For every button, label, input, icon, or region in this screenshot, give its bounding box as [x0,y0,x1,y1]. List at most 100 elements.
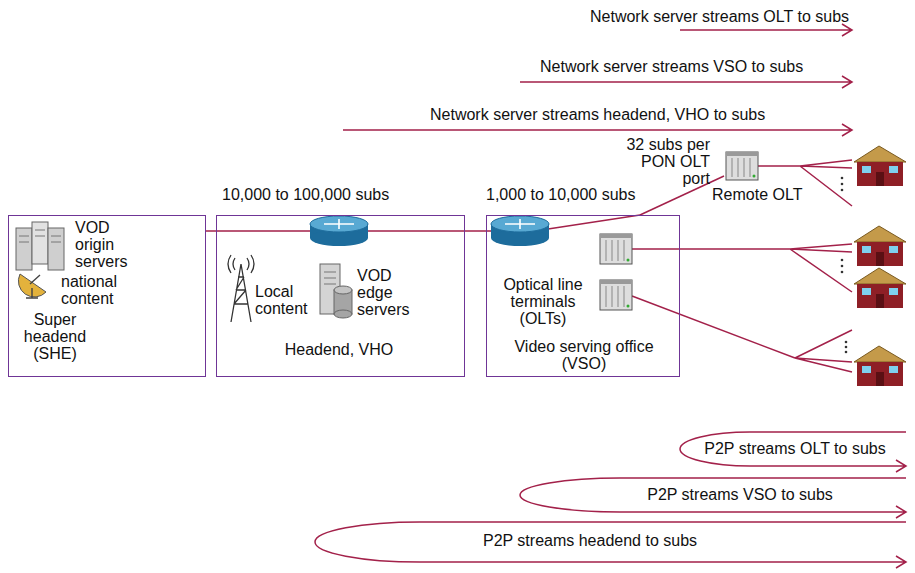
rack-top [600,234,632,238]
server-label: VOD edge servers [357,267,419,318]
p2p-stream-loop [315,522,906,568]
content-label: Local content [255,283,315,317]
wall [857,242,903,266]
stream-label: Network server streams headend, VHO to s… [430,106,765,123]
rack-led [627,259,630,262]
roof [854,346,906,362]
dot [845,351,848,354]
olt-rack-icon [600,280,632,310]
door [876,372,884,386]
rack-top [600,280,632,284]
network-stream-arrow [343,124,852,136]
router-arrows [324,219,354,229]
stream-label: P2P streams OLT to subs [695,440,895,457]
olt-label: Remote OLT [712,186,802,203]
dish-feed [26,275,40,298]
stream-arrows [315,24,906,568]
box-title: Headend, VHO [217,341,461,358]
router-arrows [505,219,535,229]
subscriber-count: 1,000 to 10,000 subs [486,186,635,203]
edge-server-icon [320,264,352,318]
stream-label: P2P streams VSO to subs [620,486,860,503]
wall [857,284,903,308]
house-icon [854,146,906,186]
storage-base [334,310,352,318]
rack-body [726,152,758,180]
stream-label: P2P streams headend to subs [460,532,720,549]
dot [845,346,848,349]
network-link [640,176,724,215]
radio-waves [228,255,254,273]
dot [841,183,844,186]
p2p-stream-loop [520,478,906,518]
router-top [310,216,368,232]
storage-top [334,286,352,294]
trunk-line [216,215,640,231]
olt-label: Optical line terminals (OLTs) [493,276,593,327]
roof [854,146,906,162]
capacity-note: 32 subs per PON OLT port [610,136,710,187]
window [862,288,871,295]
house-icon [854,346,906,386]
router-icon [491,216,549,246]
server-slots [19,230,61,242]
window [862,246,871,253]
rack-body [600,234,632,264]
rack-slots [606,240,624,261]
p2p-stream-loop [680,432,906,472]
server-icon [16,222,64,270]
pon-fan [632,244,852,292]
roof [854,268,906,284]
window [889,366,898,373]
dot [841,189,844,192]
video-serving-office-box: Optical line terminals (OLTs) Video servi… [486,215,680,377]
door [876,172,884,186]
network-stream-arrow [680,24,852,36]
router-icon [310,216,368,246]
remote-olt: Remote OLT [724,152,764,180]
window [862,366,871,373]
network-link [465,230,486,232]
antenna-tower-icon [228,255,254,322]
stream-label: Network server streams VSO to subs [540,58,803,75]
door [876,294,884,308]
rack-led [753,175,756,178]
network-link [206,230,216,232]
dot [841,177,844,180]
server-slots [324,272,336,284]
window [889,246,898,253]
dot [845,341,848,344]
rack-body [600,280,632,310]
pon-fan [632,296,852,372]
box-title: Video serving office (VSO) [499,338,669,372]
olt-rack-icon [726,152,758,180]
super-headend-box: VOD origin serversnational contentSuper … [8,215,206,377]
rack-led [627,305,630,308]
dot [841,271,844,274]
subscriber-count: 10,000 to 100,000 subs [222,186,389,203]
wall [857,162,903,186]
rack-slots [606,286,624,307]
tower-frame [231,264,251,322]
rack-top [726,152,758,156]
headend-box: Local content VOD edge serversHeadend, VH… [216,215,465,377]
window [889,288,898,295]
house-icon [854,268,906,308]
server-rack [48,228,64,270]
wall [857,362,903,386]
dot [841,259,844,262]
satellite-dish-icon [18,274,46,298]
olt-rack-icon [600,234,632,264]
box-title: Super headend (SHE) [15,311,95,362]
network-lines [216,160,852,372]
router-top [491,216,549,232]
rack-slots [732,158,750,177]
roof [854,226,906,242]
server-rack [32,222,48,264]
window [889,166,898,173]
ellipsis-dots [841,177,848,354]
stream-label: Network server streams OLT to subs [590,8,849,25]
server-rack [16,228,32,270]
door [876,252,884,266]
